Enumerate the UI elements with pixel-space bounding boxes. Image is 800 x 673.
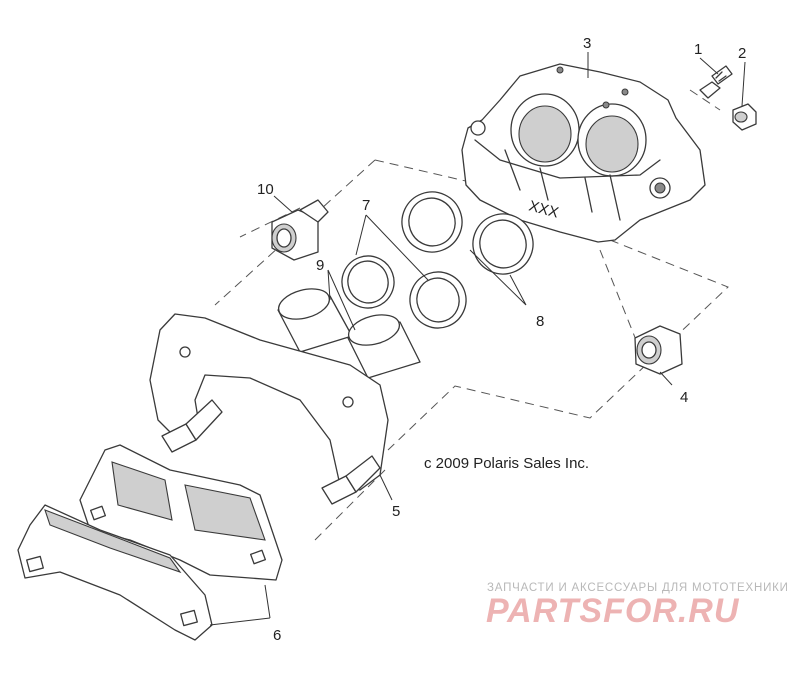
bleeder-screw bbox=[699, 65, 733, 99]
large-seals bbox=[401, 191, 534, 275]
watermark-tagline: ЗАПЧАСТИ И АКСЕССУАРЫ ДЛЯ МОТОТЕХНИКИ bbox=[487, 582, 789, 594]
callout-5: 5 bbox=[392, 503, 400, 520]
leader-lines bbox=[209, 52, 746, 626]
slide-pin-boot-left bbox=[271, 199, 329, 261]
caliper-body: XXX bbox=[461, 63, 706, 243]
small-seals bbox=[341, 255, 467, 329]
slide-pin-boot-right bbox=[634, 325, 683, 375]
callout-8: 8 bbox=[536, 313, 544, 330]
callout-3: 3 bbox=[583, 35, 591, 52]
callout-7: 7 bbox=[362, 197, 370, 214]
watermark-brand-logo[interactable]: PARTSFOR.RU bbox=[486, 592, 740, 630]
pistons bbox=[277, 288, 421, 379]
copyright-notice: c 2009 Polaris Sales Inc. bbox=[424, 455, 590, 472]
callout-2: 2 bbox=[738, 45, 746, 62]
callout-10: 10 bbox=[257, 181, 274, 198]
caliper-bracket bbox=[149, 313, 389, 505]
brake-pads bbox=[17, 444, 283, 641]
callout-labels: 1 2 3 4 5 6 7 8 9 10 bbox=[257, 35, 746, 644]
bleeder-cap bbox=[732, 103, 757, 131]
callout-4: 4 bbox=[680, 389, 688, 406]
callout-1: 1 bbox=[694, 41, 702, 58]
callout-6: 6 bbox=[273, 627, 281, 644]
callout-9: 9 bbox=[316, 257, 324, 274]
